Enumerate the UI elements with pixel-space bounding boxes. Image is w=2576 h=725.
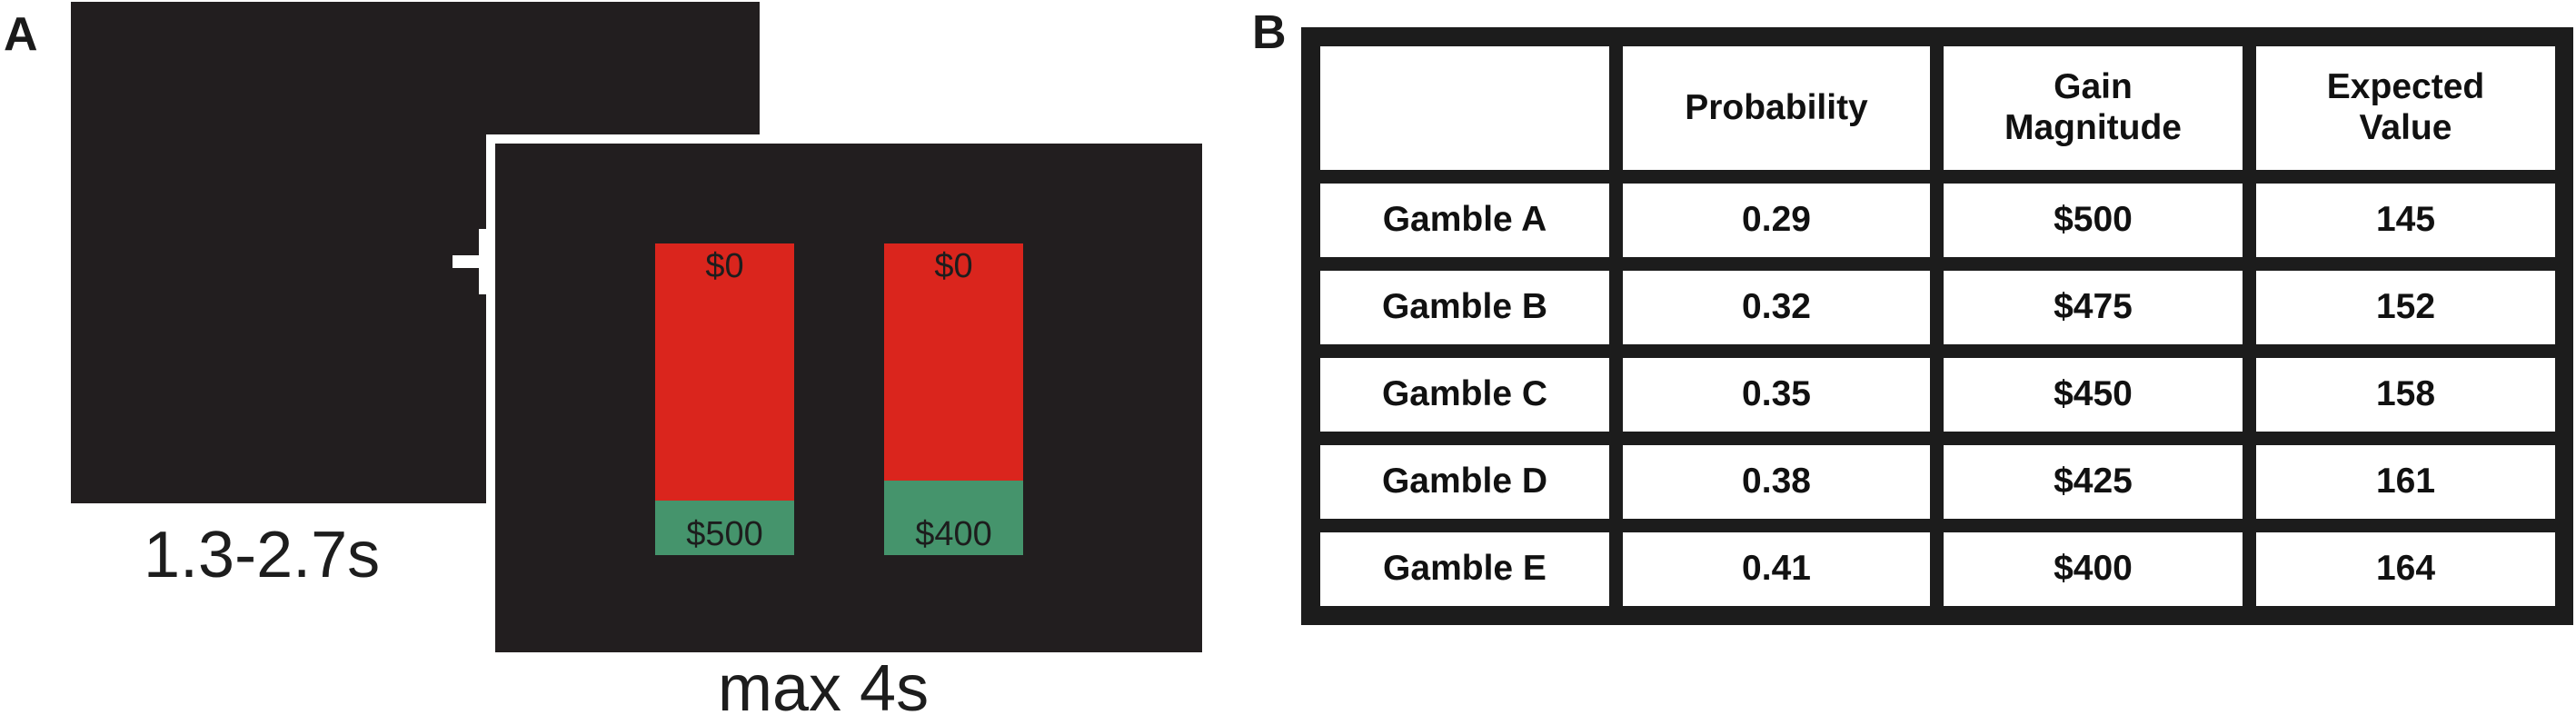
expected-value-cell: 152 — [2253, 268, 2558, 347]
gamble-bar-right: $0 $400 — [884, 243, 1023, 555]
loss-segment: $0 — [655, 243, 794, 501]
choice-screen: $0 $500 $0 $400 — [486, 134, 1211, 661]
gain-magnitude-cell: $425 — [1941, 442, 2245, 521]
expected-value-cell: 158 — [2253, 355, 2558, 434]
loss-amount-label: $0 — [705, 247, 744, 285]
expected-value-cell: 164 — [2253, 530, 2558, 609]
probability-cell: 0.38 — [1620, 442, 1933, 521]
expected-value-cell: 145 — [2253, 181, 2558, 260]
gain-magnitude-cell: $400 — [1941, 530, 2245, 609]
gamble-name-cell: Gamble B — [1318, 268, 1612, 347]
header-probability: Probability — [1620, 44, 1933, 173]
panel-a-label: A — [4, 8, 38, 61]
gamble-bar-left: $0 $500 — [655, 243, 794, 555]
gamble-name-cell: Gamble D — [1318, 442, 1612, 521]
gamble-name-cell: Gamble A — [1318, 181, 1612, 260]
header-blank — [1318, 44, 1612, 173]
choice-duration-caption: max 4s — [718, 652, 930, 725]
gain-magnitude-cell: $500 — [1941, 181, 2245, 260]
gain-magnitude-cell: $450 — [1941, 355, 2245, 434]
probability-cell: 0.32 — [1620, 268, 1933, 347]
gamble-name-cell: Gamble C — [1318, 355, 1612, 434]
loss-segment: $0 — [884, 243, 1023, 481]
gain-magnitude-cell: $475 — [1941, 268, 2245, 347]
probability-cell: 0.35 — [1620, 355, 1933, 434]
loss-amount-label: $0 — [934, 247, 973, 285]
expected-value-cell: 161 — [2253, 442, 2558, 521]
win-segment: $400 — [884, 481, 1023, 555]
panel-b-label: B — [1252, 6, 1287, 59]
win-amount-label: $500 — [686, 515, 763, 553]
fixation-duration-caption: 1.3-2.7s — [144, 519, 381, 591]
win-amount-label: $400 — [915, 515, 992, 553]
probability-cell: 0.29 — [1620, 181, 1933, 260]
probability-cell: 0.41 — [1620, 530, 1933, 609]
gamble-name-cell: Gamble E — [1318, 530, 1612, 609]
win-segment: $500 — [655, 501, 794, 555]
